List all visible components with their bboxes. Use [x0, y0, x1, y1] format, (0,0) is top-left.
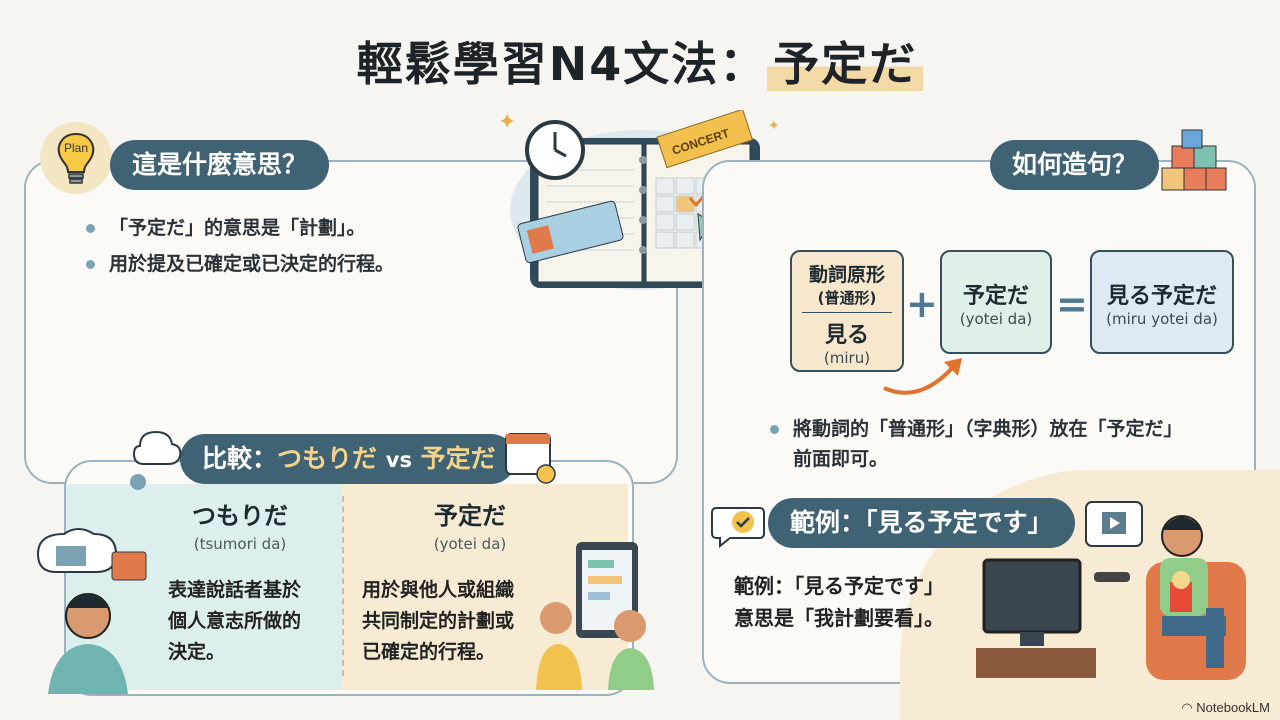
example-header: 範例：「見る予定です」	[768, 498, 1075, 548]
result-box-romaji: (miru yotei da)	[1106, 310, 1218, 328]
equals-sign: =	[1056, 282, 1088, 326]
verb-box: 動詞原形 (普通形) 見る (miru)	[790, 250, 904, 372]
result-box-word: 見る予定だ	[1106, 284, 1217, 309]
title-highlight: 予定だ	[767, 37, 924, 91]
sparkle-icon: ✦	[768, 118, 780, 134]
compare-header: 比較：つもりだ vs 予定だ	[180, 434, 516, 484]
compare-left-desc-3: 決定。	[168, 641, 226, 663]
compare-right-desc-3: 已確定的行程。	[362, 641, 496, 663]
sparkle-icon: ✦	[498, 110, 517, 135]
verb-box-romaji: (miru)	[823, 349, 871, 367]
page-title: 輕鬆學習N4文法：予定だ	[0, 28, 1280, 94]
yotei-box-romaji: (yotei da)	[959, 310, 1033, 328]
compare-header-prefix: 比較：	[202, 444, 278, 473]
compare-left-desc-1: 表達說話者基於	[168, 579, 302, 601]
howto-note-1: 將動詞的「普通形」（字典形）放在「予定だ」	[770, 414, 1183, 441]
compare-right-term: 予定だ	[434, 502, 506, 530]
footer-brand: ◠ NotebookLM	[1181, 700, 1270, 716]
tv-watching-illustration	[970, 490, 1270, 690]
thinking-person-illustration	[28, 524, 168, 694]
planning-people-illustration	[530, 540, 660, 690]
compare-divider	[342, 496, 344, 676]
verb-box-word: 見る	[824, 323, 869, 348]
footer-brand-text: NotebookLM	[1196, 700, 1270, 715]
curved-arrow-icon	[880, 352, 970, 402]
calendar-person-icon	[500, 424, 562, 486]
notebooklm-logo-icon: ◠	[1181, 700, 1193, 715]
verb-box-line2: (普通形)	[817, 289, 877, 307]
example-line-1: 範例：「見る予定です」	[734, 574, 944, 598]
blocks-icon	[1158, 128, 1230, 196]
meaning-bullet-2: 用於提及已確定或已決定的行程。	[86, 249, 394, 276]
example-line-2: 意思是「我計劃要看」。	[734, 606, 944, 630]
compare-left-header: つもりだ (tsumori da)	[150, 496, 330, 553]
result-box: 見る予定だ (miru yotei da)	[1090, 250, 1234, 354]
howto-note-2: 前面即可。	[793, 448, 889, 470]
meaning-header: 這是什麼意思？	[110, 140, 330, 190]
compare-left-desc: 表達說話者基於 個人意志所做的 決定。	[168, 575, 301, 668]
compare-right-romaji: (yotei da)	[433, 535, 507, 553]
compare-left-desc-2: 個人意志所做的	[168, 610, 302, 632]
plus-sign: +	[906, 282, 938, 326]
title-main: 輕鬆學習N4文法：	[356, 37, 768, 91]
lightbulb-icon: Plan	[40, 122, 112, 194]
thought-person-icon	[120, 424, 190, 494]
meaning-bullet-1: 「予定だ」的意思是「計劃」。	[86, 213, 366, 240]
yotei-box: 予定だ (yotei da)	[940, 250, 1052, 354]
plan-label: Plan	[64, 141, 88, 155]
yotei-box-word: 予定だ	[962, 284, 1029, 309]
compare-right-desc-2: 共同制定的計劃或	[362, 610, 515, 632]
compare-header-term2: 予定だ	[420, 444, 496, 473]
howto-header: 如何造句？	[990, 140, 1160, 190]
compare-header-term1: つもりだ	[277, 444, 378, 473]
compare-right-header: 予定だ (yotei da)	[380, 496, 560, 553]
speech-check-icon	[710, 500, 766, 549]
verb-box-line1: 動詞原形	[808, 264, 885, 286]
compare-right-desc-1: 用於與他人或組織	[362, 579, 515, 601]
compare-right-desc: 用於與他人或組織 共同制定的計劃或 已確定的行程。	[362, 575, 514, 668]
compare-left-romaji: (tsumori da)	[193, 535, 287, 553]
compare-header-vs: vs	[385, 448, 412, 472]
compare-left-term: つもりだ	[192, 502, 288, 530]
